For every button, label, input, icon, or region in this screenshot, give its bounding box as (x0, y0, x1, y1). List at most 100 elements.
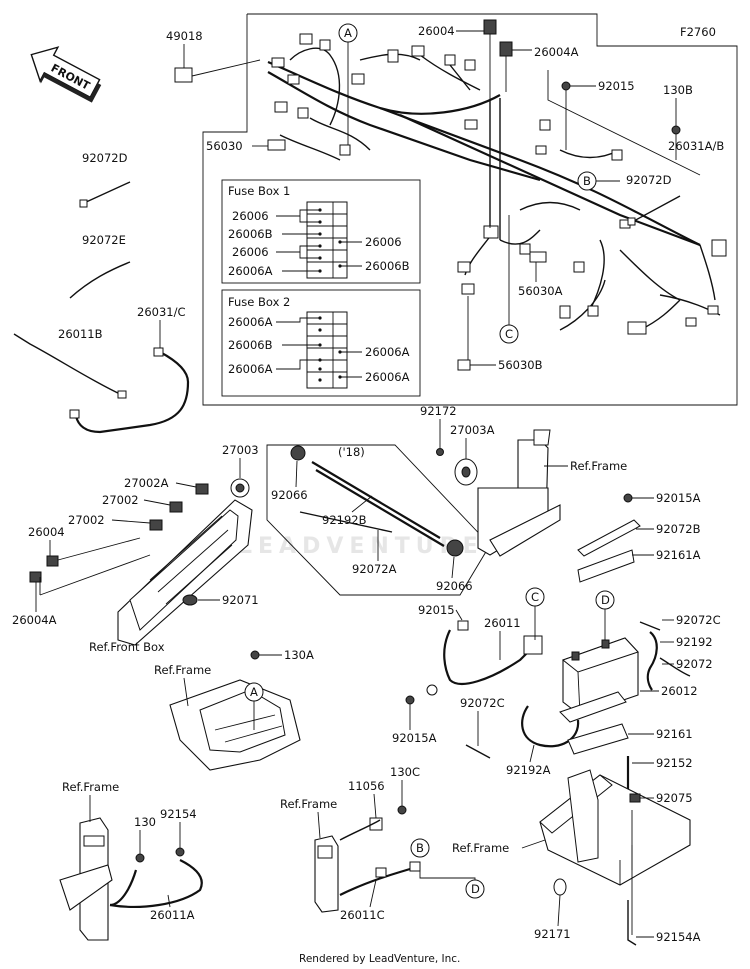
label-ref-frame-3: Ref.Frame (62, 780, 119, 794)
bolt-92172 (436, 448, 444, 456)
label-26031c: 26031/C (137, 305, 186, 319)
label-26004-left: 26004 (28, 525, 65, 539)
bolt-130b (671, 125, 681, 135)
cable-26031c (69, 347, 190, 434)
label-130: 130 (134, 815, 156, 829)
label-26004a-top: 26004A (534, 45, 579, 59)
label-92152: 92152 (656, 756, 693, 770)
svg-text:C: C (505, 327, 513, 341)
watermark: LEADVENTURE (238, 534, 484, 559)
fuse-box-1-left-2: 26006B (228, 227, 273, 241)
label-92072b: 92072B (656, 522, 701, 536)
label-92072d-right: 92072D (626, 173, 672, 187)
label-26011c: 26011C (340, 908, 385, 922)
band-92072 (659, 657, 691, 677)
svg-text:D: D (601, 593, 610, 607)
label-26004a-left: 26004A (12, 613, 57, 627)
fuse-box-1-right-1: 26006 (365, 235, 402, 249)
front-box-relay-block (29, 478, 253, 646)
band-92072d-right (627, 195, 681, 226)
label-92071: 92071 (222, 593, 259, 607)
label-tag-56030a (529, 251, 547, 263)
label-26011: 26011 (484, 616, 521, 630)
label-92066-a: 92066 (271, 488, 308, 502)
connector-26004a (499, 41, 513, 92)
label-92072c-mid: 92072C (460, 696, 505, 710)
label-26012: 26012 (661, 684, 698, 698)
front-arrow-icon: FRONT (30, 46, 102, 103)
label-56030a: 56030A (518, 284, 563, 298)
fuse-box-1-title: Fuse Box 1 (228, 184, 290, 198)
harness-connectors (271, 33, 727, 335)
label-27003a: 27003A (450, 423, 495, 437)
fuse-box-2-panel: Fuse Box 2 26006A 26006B 26006A 26006A 2… (221, 289, 421, 397)
grommet-27003a (454, 458, 478, 486)
callout-b-top: B (577, 171, 597, 191)
bolt-92015-top (561, 81, 571, 91)
frame-section-a (169, 650, 301, 771)
label-26011a: 26011A (150, 908, 195, 922)
band-92072c-right (639, 621, 661, 631)
label-56030: 56030 (206, 139, 243, 153)
label-92072c-right: 92072C (676, 613, 721, 627)
cable-26011 (405, 620, 543, 705)
label-49018: 49018 (166, 29, 203, 43)
battery-26012 (559, 637, 639, 723)
svg-text:A: A (250, 685, 258, 699)
label-92172: 92172 (420, 404, 457, 418)
pad-92161 (567, 723, 629, 755)
svg-text:B: B (416, 841, 424, 855)
fuse-box-2-title: Fuse Box 2 (228, 295, 290, 309)
cable-26011b (13, 333, 127, 399)
svg-text:A: A (344, 26, 352, 40)
label-92192a: 92192A (506, 763, 551, 777)
label-92072: 92072 (676, 657, 713, 671)
clip-49018 (174, 59, 261, 83)
label-130b: 130B (663, 83, 693, 97)
svg-text:B: B (583, 174, 591, 188)
callout-d-low: D (465, 879, 485, 899)
fuse-box-2-right-1: 26006A (365, 345, 410, 359)
label-92072a: 92072A (352, 562, 397, 576)
label-27002-b: 27002 (68, 513, 105, 527)
callout-c-top: C (499, 324, 519, 344)
label-ref-frame-4: Ref.Frame (280, 797, 337, 811)
label-92015-mid: 92015 (418, 603, 455, 617)
harness-outline-box (202, 13, 738, 406)
fuse-box-2-left-1: 26006A (228, 315, 273, 329)
band-92072d-left (79, 181, 131, 208)
label-92075: 92075 (656, 791, 693, 805)
label-ref-frame-5: Ref.Frame (452, 841, 509, 855)
label-ref-frame-2: Ref.Frame (154, 663, 211, 677)
callout-b-low: B (410, 838, 430, 858)
callout-c-mid: C (525, 587, 545, 607)
callout-a-low: A (244, 682, 264, 702)
label-ref-frame-1: Ref.Frame (570, 459, 627, 473)
label-92161: 92161 (656, 727, 693, 741)
band-92072e (69, 261, 131, 299)
label-92066-b: 92066 (436, 579, 473, 593)
svg-text:C: C (531, 590, 539, 604)
main-wiring-harness (267, 47, 721, 331)
label-92154: 92154 (160, 807, 197, 821)
fuse-box-1-left-3: 26006 (232, 245, 269, 259)
label-92192b: 92192B (322, 513, 367, 527)
label-92154a: 92154A (656, 930, 701, 944)
frame-section-upper (477, 429, 561, 557)
label-tag-56030b (457, 359, 471, 371)
label-92171: 92171 (534, 927, 571, 941)
label-130c: 130C (390, 765, 420, 779)
frame-section-lower-left (59, 817, 203, 941)
fuse-box-1-right-2: 26006B (365, 259, 410, 273)
pad-92161a (577, 549, 635, 583)
label-92072e: 92072E (82, 233, 126, 247)
part-labels: 49018 26004 26004A 92015 130B 26031A/B 5… (12, 24, 724, 944)
label-ref-front-box: Ref.Front Box (89, 640, 165, 654)
figure-code: F2760 (680, 25, 716, 39)
label-26011b: 26011B (58, 327, 103, 341)
connector-26004 (483, 19, 497, 228)
label-92015a-top: 92015A (656, 491, 701, 505)
footer-credit: Rendered by LeadVenture, Inc. (299, 953, 460, 965)
battery-tray (539, 769, 691, 946)
